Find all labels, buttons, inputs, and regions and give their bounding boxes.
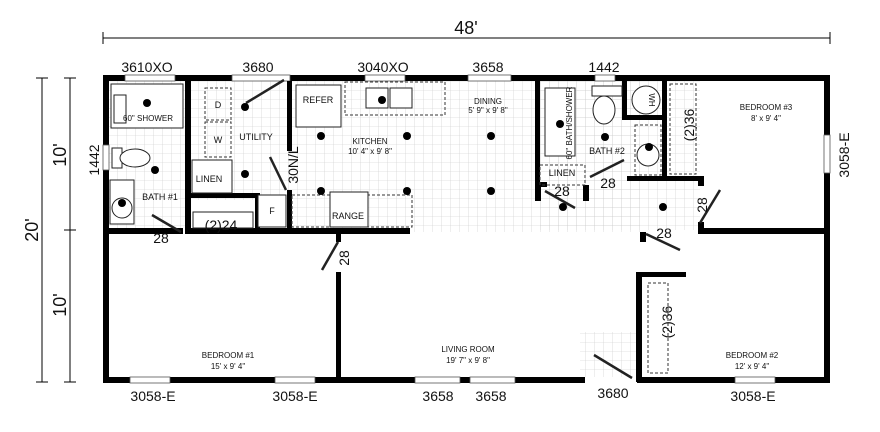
door-label: 28 [600, 175, 616, 191]
room-name: BEDROOM #1 [202, 351, 255, 360]
closet-label: (2)24 [205, 217, 238, 233]
closet-label: (2)36 [681, 108, 697, 141]
room-size: 15' x 9' 4" [211, 362, 246, 371]
room-name: DINING [474, 97, 502, 106]
pantry-door-label: 30N/L [285, 146, 301, 184]
water-heater-label: WH [647, 93, 656, 107]
bath-shower-label: 60" BATH/SHOWER [565, 86, 574, 159]
room-size: 8' x 9' 4" [751, 114, 781, 123]
shower-label: 60" SHOWER [123, 114, 173, 123]
door-labels: 28 28 28 28 28 28 [153, 175, 710, 266]
room-name: BEDROOM #3 [740, 103, 793, 112]
depth-dimension: 20' [22, 218, 42, 241]
door-label: 28 [656, 225, 672, 241]
room-labels: BEDROOM #1 15' x 9' 4" LIVING ROOM 19' 7… [142, 97, 793, 371]
window-label: 3058-E [272, 388, 317, 404]
window-label: 1442 [588, 59, 619, 75]
refrigerator-label: REFER [303, 95, 334, 105]
room-name: BATH #1 [142, 192, 178, 202]
half-bottom-dimension: 10' [50, 293, 70, 316]
closet-label: (2)36 [659, 305, 675, 338]
entry-tile [580, 332, 636, 380]
window-labels: 3610XO 3680 3040XO 3658 1442 1442 3058-E… [86, 59, 852, 404]
window-label: 3058-E [730, 388, 775, 404]
window-label: 3658 [472, 59, 503, 75]
linen-label: LINEN [549, 168, 576, 178]
window-label: 3058-E [130, 388, 175, 404]
door-label: 28 [694, 197, 710, 213]
room-size: 5' 9" x 9' 8" [468, 106, 508, 115]
windows [102, 74, 831, 384]
window-label: 3680 [242, 59, 273, 75]
room-name: KITCHEN [352, 137, 387, 146]
room-name: LIVING ROOM [441, 345, 495, 354]
room-size: 19' 7" x 9' 8" [446, 356, 490, 365]
door-swings [151, 78, 722, 380]
window-label: 3658 [475, 388, 506, 404]
room-name: UTILITY [239, 132, 273, 142]
window-label: 3680 [597, 385, 628, 401]
room-name: BEDROOM #2 [726, 351, 779, 360]
window-label: 3058-E [836, 132, 852, 177]
washer-label: W [214, 135, 223, 145]
dimension-lines [36, 32, 831, 383]
window-label: 3658 [422, 388, 453, 404]
fixtures [109, 81, 697, 374]
window-label: 3040XO [357, 59, 408, 75]
range-label: RANGE [332, 211, 364, 221]
room-name: BATH #2 [589, 146, 625, 156]
linen-label: LINEN [196, 174, 223, 184]
fixture-labels: 60" SHOWER 60" BATH/SHOWER LINEN LINEN D… [123, 86, 697, 338]
light-fixtures [118, 96, 667, 211]
freezer-label: F [269, 206, 275, 216]
width-dimension: 48' [454, 18, 477, 38]
dryer-label: D [215, 100, 222, 110]
room-size: 10' 4" x 9' 8" [348, 147, 392, 156]
room-size: 12' x 9' 4" [735, 362, 770, 371]
window-label: 3610XO [121, 59, 172, 75]
door-label: 28 [336, 250, 352, 266]
window-label: 1442 [86, 144, 102, 175]
door-label: 28 [554, 183, 570, 199]
door-label: 28 [153, 230, 169, 246]
half-top-dimension: 10' [50, 143, 70, 166]
